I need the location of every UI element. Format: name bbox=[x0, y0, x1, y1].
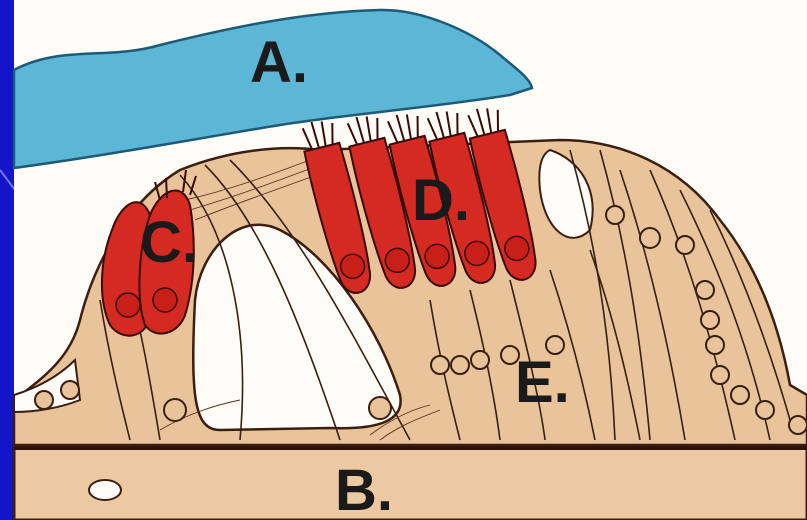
label-e: E. bbox=[515, 350, 570, 415]
basilar-membrane bbox=[14, 445, 807, 520]
nerve-canal bbox=[89, 480, 121, 500]
label-c: C. bbox=[140, 210, 198, 275]
label-b: B. bbox=[335, 458, 393, 520]
label-d: D. bbox=[412, 168, 470, 233]
label-a: A. bbox=[250, 30, 308, 95]
